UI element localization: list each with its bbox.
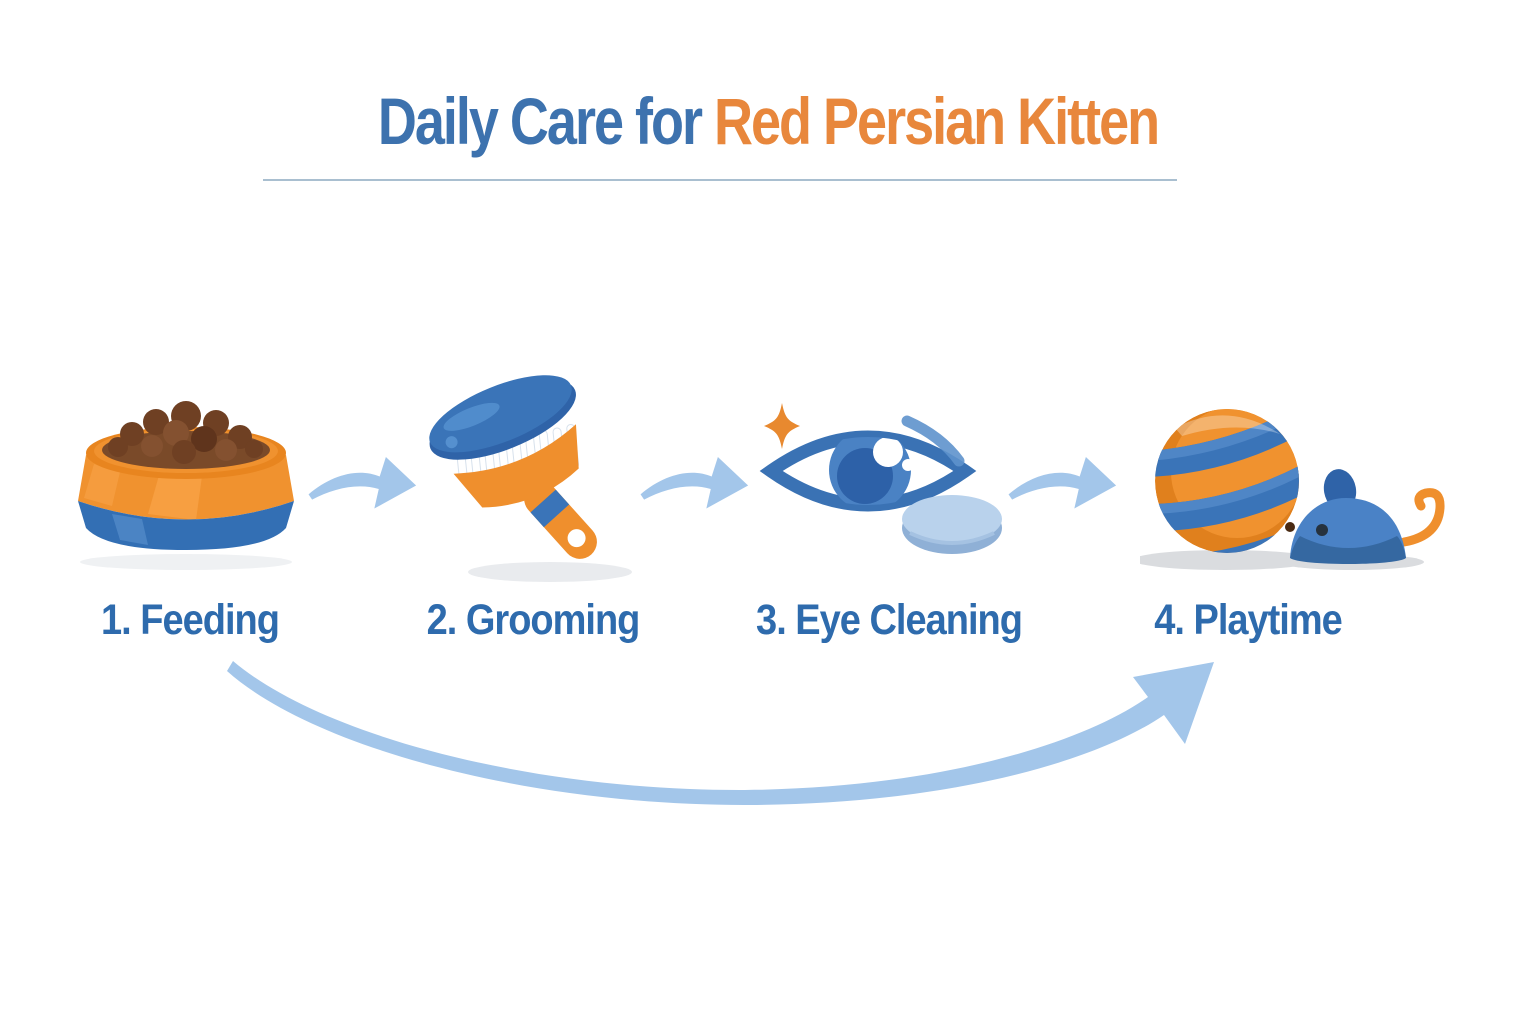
title-part-orange: Red Persian Kitten [714, 85, 1160, 159]
flow-arrow-2-icon [640, 457, 749, 509]
eye-and-cotton-pad-icon [759, 403, 1002, 554]
cycle-arrow-icon [227, 661, 1214, 806]
flow-arrow-3-icon [1008, 457, 1117, 509]
step-label-eye-cleaning: 3. Eye Cleaning [756, 597, 1023, 645]
cotton-pad-icon [902, 495, 1002, 554]
sparkle-icon [764, 403, 800, 449]
page-title: Daily Care for Red Persian Kitten [0, 84, 1536, 160]
step-label-playtime: 4. Playtime [1154, 597, 1343, 645]
title-part-blue: Daily Care for [377, 85, 714, 159]
food-bowl-icon [78, 401, 294, 570]
title-divider-line [263, 179, 1177, 181]
toy-mouse-icon [1285, 469, 1445, 564]
flow-arrow-1-icon [308, 457, 417, 509]
step-label-feeding: 1. Feeding [101, 597, 280, 645]
ball-and-toy-mouse-icon [1140, 409, 1445, 570]
grooming-brush-icon [429, 375, 632, 582]
kibble [108, 401, 263, 464]
step-label-grooming: 2. Grooming [426, 597, 641, 645]
